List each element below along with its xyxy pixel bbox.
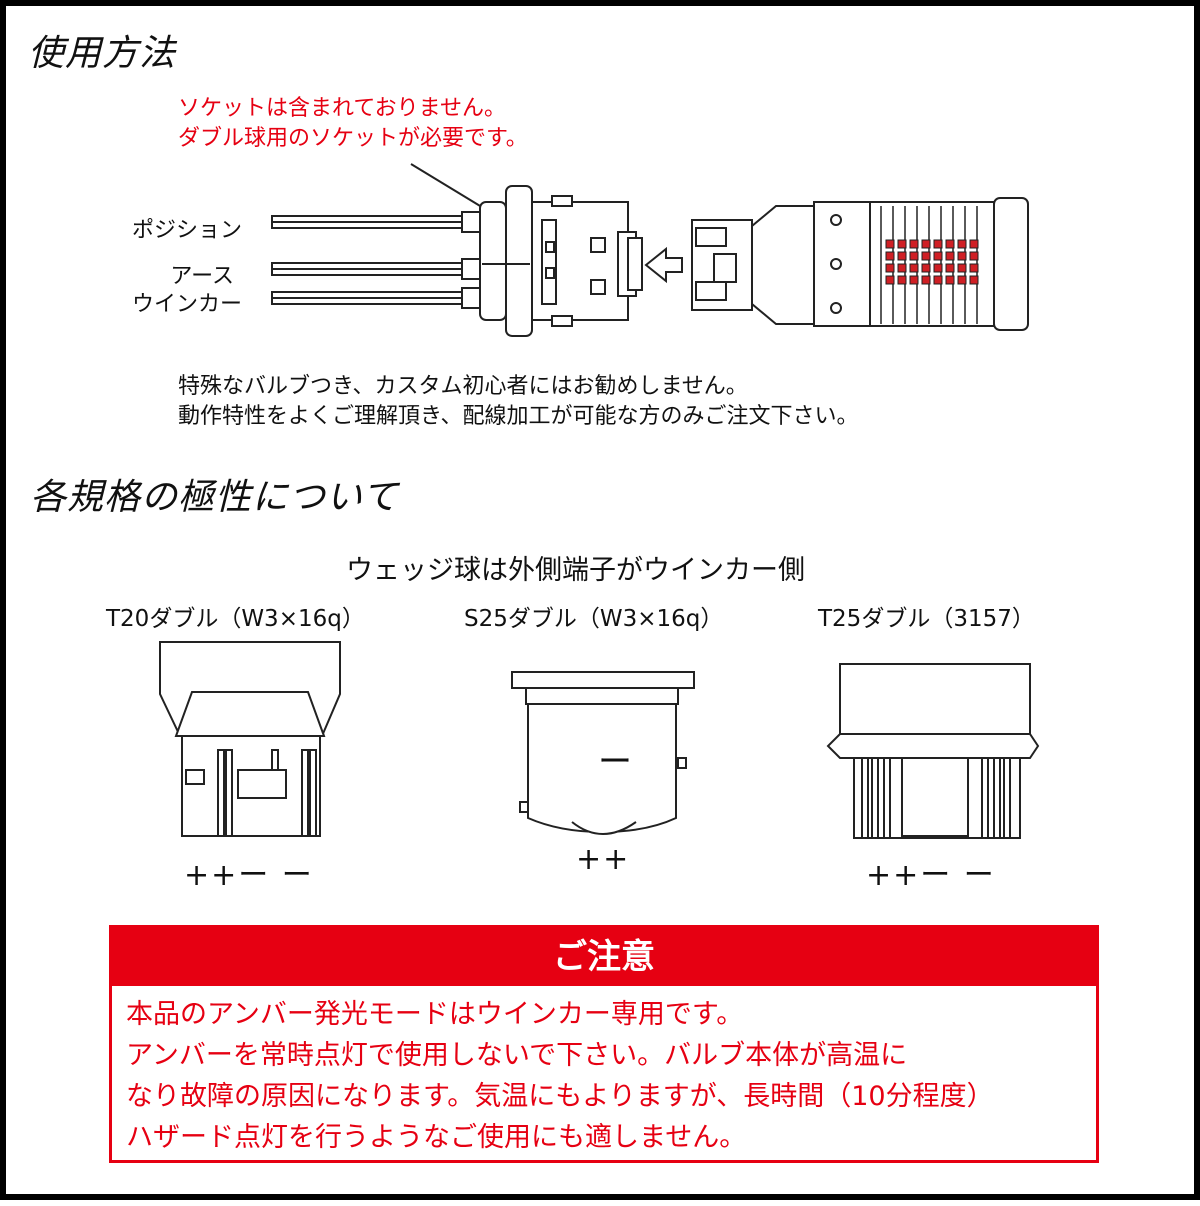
notice-line-2: アンバーを常時点灯で使用しないで下さい。バルブ本体が高温に bbox=[126, 1040, 908, 1071]
polarity-note: ウェッジ球は外側端子がウインカー側 bbox=[346, 555, 805, 586]
t20-polarity: ++ー ー bbox=[184, 858, 314, 893]
socket-note-line-1: ソケットは含まれておりません。 bbox=[178, 96, 507, 121]
wire-label-position: ポジション bbox=[131, 218, 242, 243]
wire-label-earth: アース bbox=[170, 264, 234, 289]
t25-polarity: ++ー ー bbox=[866, 858, 996, 893]
s25-polarity: ++ bbox=[576, 842, 631, 877]
usage-heading: 使用方法 bbox=[28, 33, 177, 74]
t25-bulb-diagram bbox=[826, 663, 1040, 839]
notice-line-3: なり故障の原因になります。気温にもよりますが、長時間（10分程度） bbox=[126, 1081, 994, 1112]
wire-label-winker: ウインカー bbox=[131, 292, 242, 317]
socket-bulb-illustration bbox=[271, 163, 1029, 337]
s25-bulb-diagram bbox=[511, 671, 695, 835]
s25-minus-mark: ー bbox=[598, 742, 634, 782]
caution-text-line-1: 特殊なバルブつき、カスタム初心者にはお勧めしません。 bbox=[178, 374, 748, 399]
bulb-name-t20: T20ダブル（W3×16q） bbox=[106, 606, 365, 632]
t20-bulb-diagram bbox=[159, 641, 341, 837]
bulb-diagrams bbox=[159, 641, 1040, 839]
caution-text-line-2: 動作特性をよくご理解頂き、配線加工が可能な方のみご注文下さい。 bbox=[178, 404, 859, 429]
notice-line-4: ハザード点灯を行うようなご使用にも適しません。 bbox=[126, 1122, 747, 1153]
notice-body: 本品のアンバー発光モードはウインカー専用です。 アンバーを常時点灯で使用しないで… bbox=[112, 986, 1096, 1166]
notice-box: ご注意 本品のアンバー発光モードはウインカー専用です。 アンバーを常時点灯で使用… bbox=[109, 925, 1099, 1163]
socket-note-line-2: ダブル球用のソケットが必要です。 bbox=[178, 126, 528, 151]
notice-line-1: 本品のアンバー発光モードはウインカー専用です。 bbox=[126, 999, 744, 1030]
polarity-heading: 各規格の極性について bbox=[30, 477, 399, 518]
bulb-name-t25: T25ダブル（3157） bbox=[818, 606, 1035, 632]
notice-title: ご注意 bbox=[112, 928, 1096, 986]
bulb-name-s25: S25ダブル（W3×16q） bbox=[464, 606, 724, 632]
